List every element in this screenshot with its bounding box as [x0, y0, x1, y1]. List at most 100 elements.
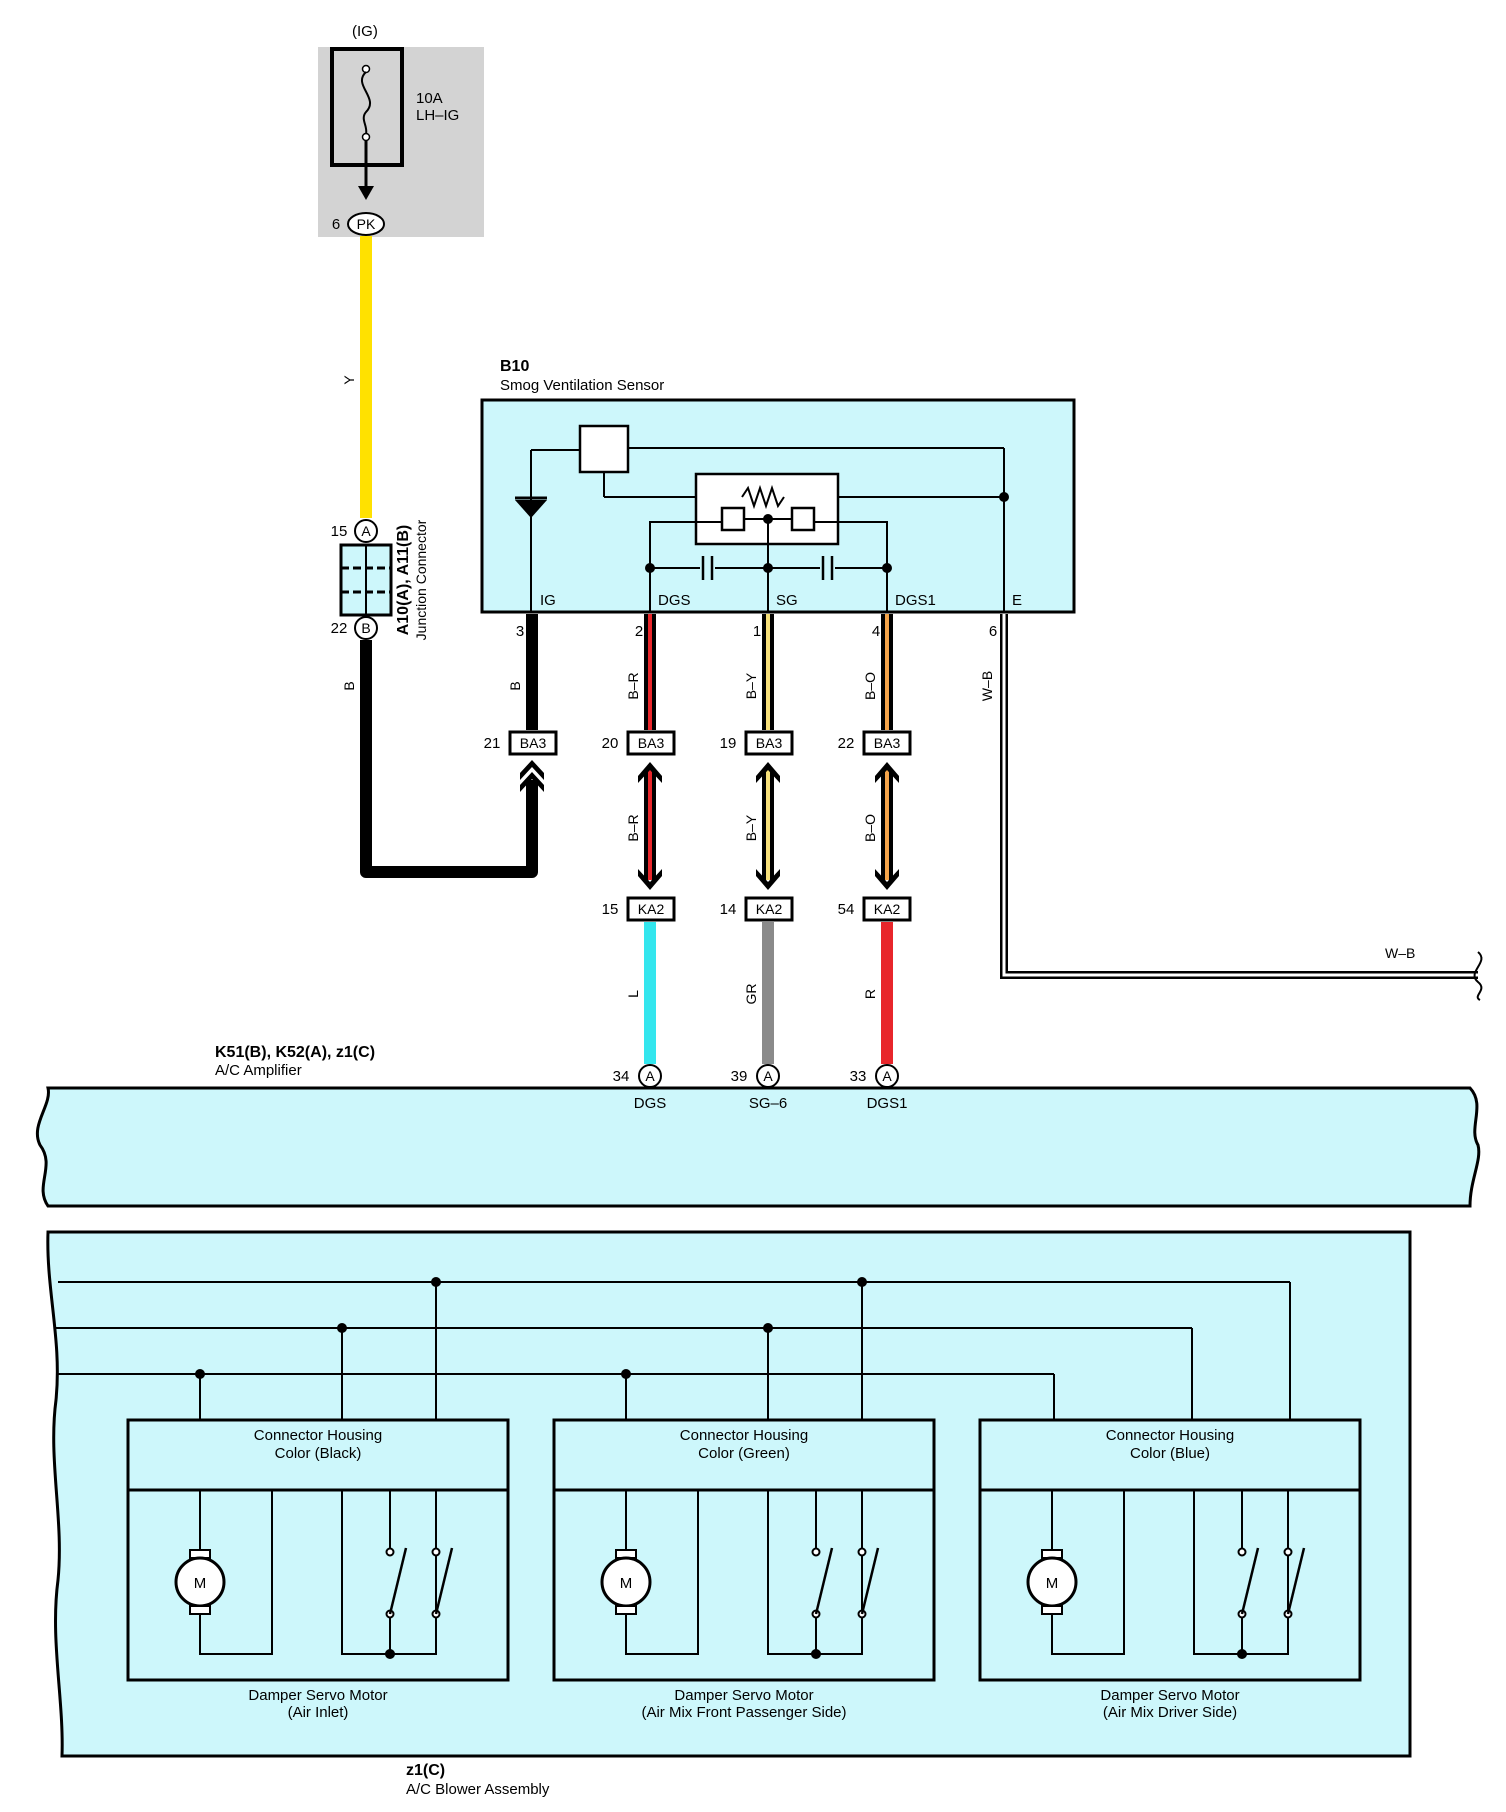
switch-junction-2	[811, 1649, 821, 1659]
switch-2b-contact-1	[857, 1547, 867, 1557]
wire-ground-inner	[1002, 614, 1478, 977]
chevron-up-icon	[520, 772, 544, 792]
amplifier-name: A/C Amplifier	[215, 1062, 302, 1079]
sensor-pin-dgs: 2	[635, 623, 643, 640]
chevron-down-icon-sg	[756, 869, 780, 890]
ba3-pin-19: 19	[720, 735, 737, 752]
terminal-ig: IG	[540, 592, 556, 609]
servo-color-3: Color (Blue)	[1130, 1445, 1210, 1462]
servo-subtitle-1: (Air Inlet)	[288, 1704, 349, 1721]
ba3-code-21: BA3	[520, 735, 547, 751]
motor-brush-bottom-1	[189, 1605, 211, 1615]
ka2-pin-54: 54	[838, 901, 855, 918]
amp-pin-symbol-34	[638, 1064, 662, 1088]
motor-symbol-3: M	[1046, 1575, 1059, 1592]
amp-terminal-sg6: SG–6	[749, 1095, 787, 1112]
switch-a-contact-1	[385, 1547, 395, 1557]
fuse-terminal-top	[361, 64, 371, 74]
junction-id: A10(A), A11(B)	[395, 525, 412, 636]
ba3-connector-22	[862, 730, 912, 756]
sensor-dgs-dot	[645, 563, 655, 573]
wire-b-route	[360, 640, 538, 878]
servo-housing-label-1: Connector Housing	[254, 1427, 382, 1444]
terminal-dgs: DGS	[658, 592, 691, 609]
ba3-pin-20: 20	[602, 735, 619, 752]
junction-name: Junction Connector	[413, 519, 429, 640]
fuse-connector-pk	[347, 212, 385, 236]
ka2-connectors: KA2 15 KA2 14 KA2 54	[602, 896, 912, 922]
servo-motor-air-mix-passenger: Connector Housing Color (Green) M Damper…	[552, 1418, 936, 1721]
junction-pin-a-symbol	[354, 519, 378, 543]
servo-title-1: Damper Servo Motor	[248, 1687, 387, 1704]
ka2-code-14: KA2	[756, 901, 783, 917]
terminal-sg: SG	[776, 592, 798, 609]
switch-icon-3b	[1286, 1547, 1306, 1615]
switch-3b-contact-1	[1283, 1547, 1293, 1557]
switch-b-contact-1	[431, 1547, 441, 1557]
blower-id: z1(C)	[406, 1762, 445, 1779]
amp-pin-34: 34	[613, 1068, 630, 1085]
servo-housing-label-2: Connector Housing	[680, 1427, 808, 1444]
ka2-connector-15	[626, 896, 676, 922]
servo-housing-label-3: Connector Housing	[1106, 1427, 1234, 1444]
servo-title-2: Damper Servo Motor	[674, 1687, 813, 1704]
ba3-connector-19	[744, 730, 794, 756]
switch-junction-3	[1237, 1649, 1247, 1659]
servo-color-1: Color (Black)	[275, 1445, 362, 1462]
motor-symbol-2: M	[620, 1575, 633, 1592]
ka2-connector-14	[744, 896, 794, 922]
switch-icon-3a	[1240, 1547, 1260, 1615]
wire-dgs-mid-label: B–R	[625, 814, 641, 841]
dot-2b	[763, 1323, 773, 1333]
sensor-dgs1-dot	[882, 563, 892, 573]
sensor-pin-e: 6	[989, 623, 997, 640]
fuse-arrow-icon	[358, 186, 374, 200]
junction-pin-bottom: 22	[331, 620, 348, 637]
chevron-up-icon-sg	[756, 762, 780, 783]
dot-1c	[431, 1277, 441, 1287]
servo-subtitle-3: (Air Mix Driver Side)	[1103, 1704, 1237, 1721]
servo-subtitle-2: (Air Mix Front Passenger Side)	[641, 1704, 846, 1721]
switch-2a-contact-1	[811, 1547, 821, 1557]
ac-blower-assembly: z1(C) A/C Blower Assembly Connector Hous…	[46, 1230, 1412, 1798]
wire-ground-outer	[1000, 614, 1478, 979]
terminal-e: E	[1012, 592, 1022, 609]
wire-ground-break-icon	[1473, 951, 1483, 1001]
amp-pin-39: 39	[731, 1068, 748, 1085]
amp-pin-symbol-33	[875, 1064, 899, 1088]
fuse-pin: 6	[332, 216, 340, 233]
switch-icon-1a	[388, 1547, 408, 1615]
terminal-dgs1: DGS1	[895, 592, 936, 609]
servo-motor-air-mix-driver: Connector Housing Color (Blue) M Damper …	[978, 1418, 1362, 1721]
ba3-pin-22: 22	[838, 735, 855, 752]
sensor-dgs1-lead	[814, 521, 888, 612]
ba3-connector-20	[626, 730, 676, 756]
ba3-code-20: BA3	[638, 735, 665, 751]
servo-color-2: Color (Green)	[698, 1445, 790, 1462]
wire-ground-end-label: W–B	[1385, 945, 1415, 961]
ka2-connector-54	[862, 896, 912, 922]
fuse-element-icon	[360, 71, 372, 135]
sensor-name: Smog Ventilation Sensor	[500, 377, 664, 394]
ba3-code-19: BA3	[756, 735, 783, 751]
ka2-code-54: KA2	[874, 901, 901, 917]
switch-3a-contact-1	[1237, 1547, 1247, 1557]
sensor-sg-dot	[763, 563, 773, 573]
switch-icon-1b	[434, 1547, 454, 1615]
fuse-block: (IG) 10A LH–IG PK 6	[318, 23, 484, 237]
fuse-connector-label: PK	[357, 216, 376, 232]
wire-dgs-label: B–R	[625, 672, 641, 699]
dot-1b	[337, 1323, 347, 1333]
ba3-connectors: BA3 21 BA3 20 BA3 19 BA3 22	[484, 730, 912, 756]
motor-brush-bottom-2	[615, 1605, 637, 1615]
switch-junction-1	[385, 1649, 395, 1659]
servo-motor-air-inlet: Connector Housing Color (Black) M Damper…	[126, 1418, 510, 1721]
sensor-pin-dgs1: 4	[872, 623, 880, 640]
amplifier-id: K51(B), K52(A), z1(C)	[215, 1044, 375, 1061]
switch-icon-2a	[814, 1547, 834, 1615]
wire-dgs1-mid-label: B–O	[862, 814, 878, 842]
junction-pin-b-symbol	[354, 616, 378, 640]
junction-pin-b-code: B	[361, 620, 370, 636]
junction-pin-top: 15	[331, 523, 348, 540]
